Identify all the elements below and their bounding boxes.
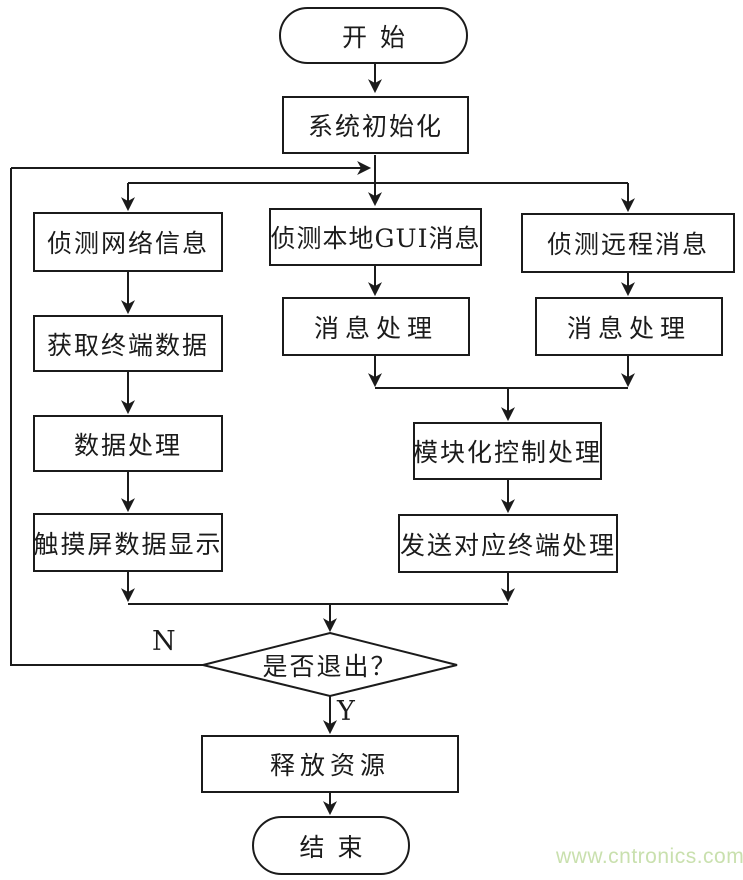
- node-detect-remote-label: 侦测远程消息: [546, 230, 709, 259]
- node-send-to-terminal-label: 发送对应终端处理: [400, 530, 617, 560]
- node-data-processing: 数据处理: [33, 415, 223, 472]
- node-local-msg-processing-label: 消息处理: [313, 313, 438, 343]
- node-system-init-label: 系统初始化: [307, 112, 443, 141]
- node-local-msg-processing: 消息处理: [282, 297, 470, 356]
- branch-label-no: N: [152, 626, 176, 657]
- watermark-text: www.cntronics.com: [556, 845, 743, 868]
- node-data-processing-label: 数据处理: [73, 430, 182, 460]
- node-exit-decision: 是否退出？: [203, 633, 457, 696]
- node-exit-decision-label: 是否退出？: [262, 651, 398, 681]
- branch-label-yes: Y: [337, 696, 355, 727]
- node-detect-remote: 侦测远程消息: [521, 213, 735, 273]
- node-release-resources-label: 释放资源: [269, 751, 390, 780]
- node-touchscreen-display: 触摸屏数据显示: [33, 513, 223, 572]
- node-detect-local-gui: 侦测本地GUI消息: [269, 208, 482, 266]
- node-remote-msg-processing-label: 消息处理: [566, 313, 691, 343]
- node-send-to-terminal: 发送对应终端处理: [398, 514, 618, 573]
- node-system-init: 系统初始化: [282, 96, 469, 154]
- node-start-label: 开始: [341, 22, 418, 52]
- node-remote-msg-processing: 消息处理: [535, 297, 723, 356]
- node-detect-network: 侦测网络信息: [33, 212, 223, 272]
- node-modular-control: 模块化控制处理: [413, 422, 602, 480]
- node-modular-control-label: 模块化控制处理: [413, 438, 603, 467]
- node-end-label: 结束: [299, 832, 376, 862]
- node-touchscreen-display-label: 触摸屏数据显示: [33, 529, 223, 559]
- node-detect-local-gui-label: 侦测本地GUI消息: [270, 224, 481, 253]
- node-get-terminal-data-label: 获取终端数据: [46, 330, 209, 360]
- node-get-terminal-data: 获取终端数据: [33, 315, 223, 372]
- node-release-resources: 释放资源: [201, 735, 459, 793]
- node-end: 结束: [252, 816, 410, 875]
- node-detect-network-label: 侦测网络信息: [46, 229, 209, 258]
- node-start: 开始: [279, 7, 468, 64]
